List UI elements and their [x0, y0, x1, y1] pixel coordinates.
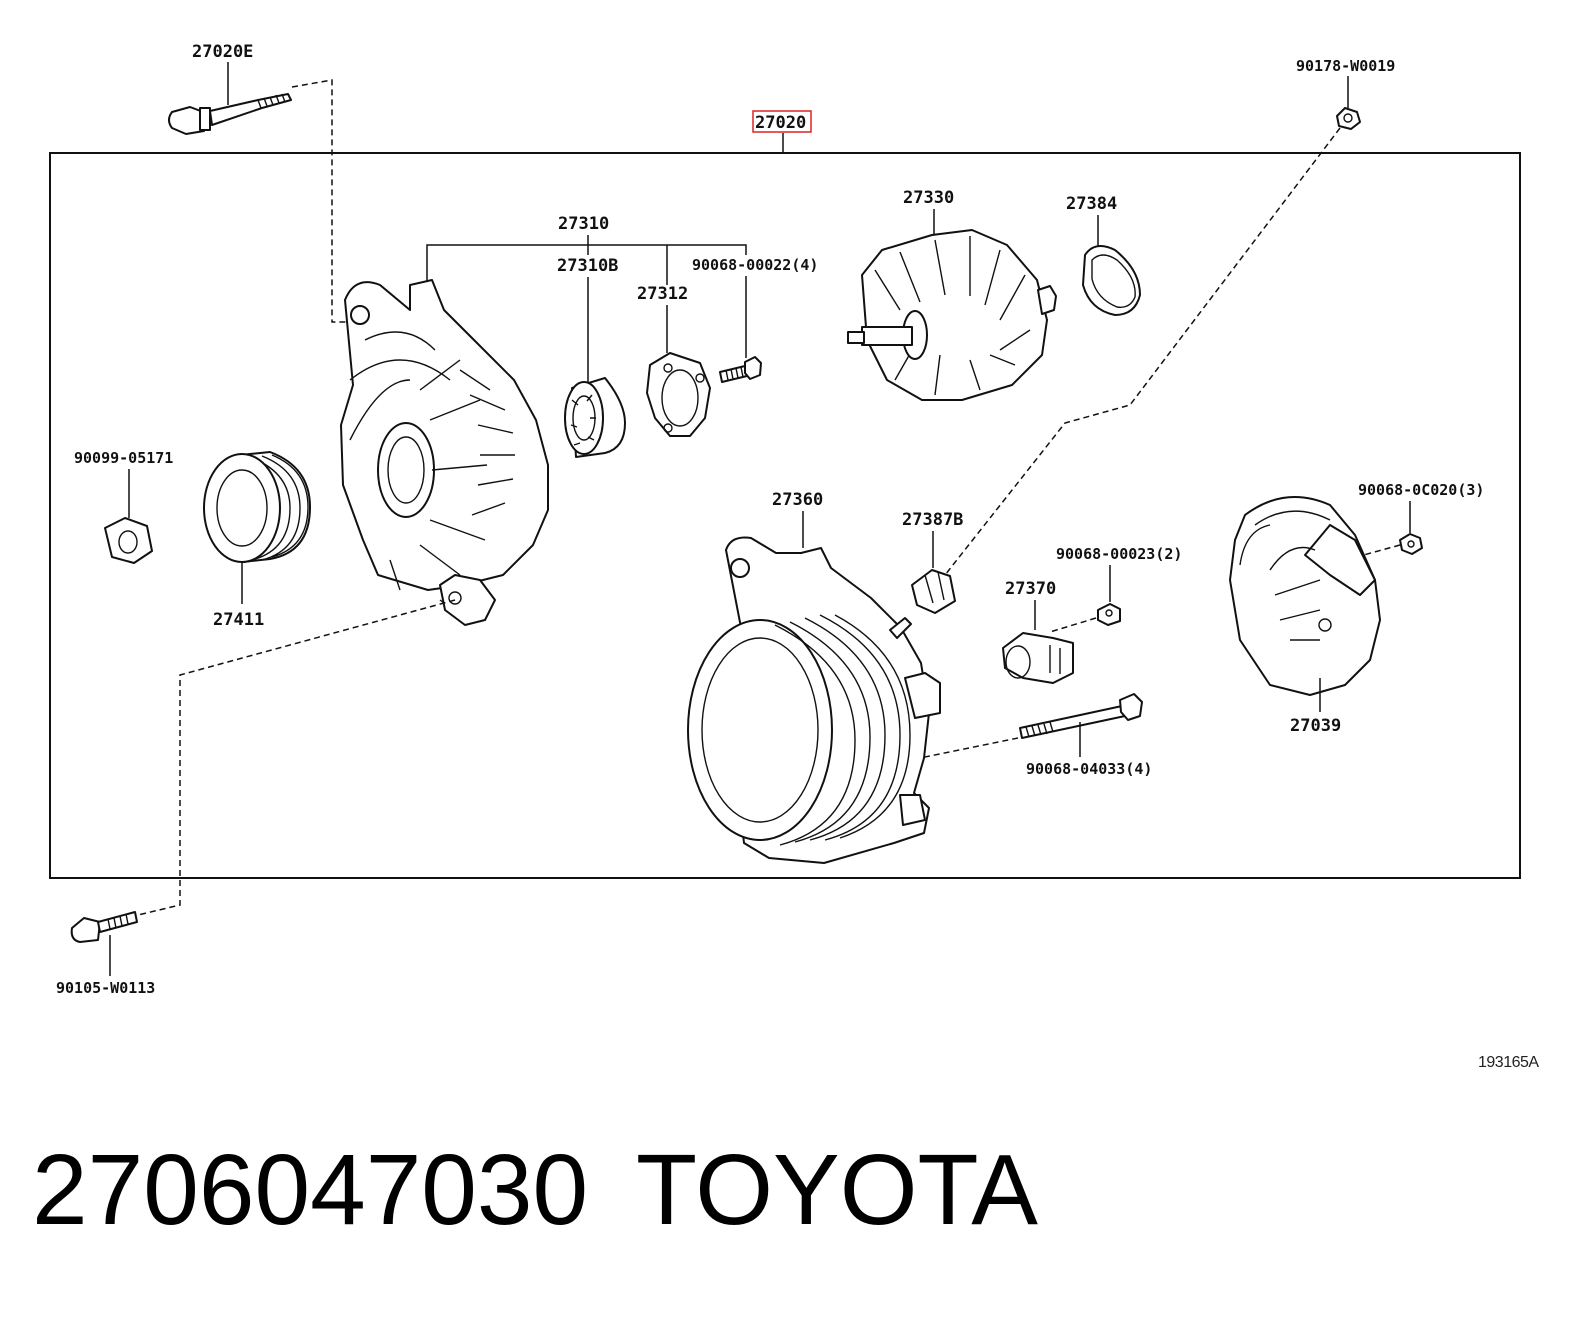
part-label-90068-04033[interactable]: 90068-04033(4): [1026, 760, 1152, 778]
rotor-27330[interactable]: [847, 229, 1057, 401]
diagram-reference-code: 193165A: [1478, 1054, 1539, 1071]
part-label-27020E[interactable]: 27020E: [192, 42, 253, 62]
part-label-27312[interactable]: 27312: [637, 284, 688, 304]
plug-27387B[interactable]: [911, 569, 956, 614]
part-label-27370[interactable]: 27370: [1005, 579, 1056, 599]
assembly-highlight-box: [752, 110, 812, 133]
part-label-27020: 27020: [755, 113, 806, 133]
part-label-27360[interactable]: 27360: [772, 490, 823, 510]
nut-90068-0C020[interactable]: [1399, 533, 1423, 555]
bolt-90068-04033[interactable]: [1019, 693, 1143, 739]
screw-90068-00022[interactable]: [719, 356, 762, 383]
part-label-27384[interactable]: 27384: [1066, 194, 1117, 214]
part-label-90068-00023[interactable]: 90068-00023(2): [1056, 545, 1182, 563]
brand-caption: TOYOTA: [636, 1134, 1038, 1246]
bolt-90105-W0113[interactable]: [70, 911, 138, 943]
assembly-frame: [49, 152, 1521, 879]
part-label-90068-0C020[interactable]: 90068-0C020(3): [1358, 481, 1484, 499]
ring-27384[interactable]: [1082, 245, 1141, 316]
part-label-27330[interactable]: 27330: [903, 188, 954, 208]
assembly-label-27020[interactable]: 27020: [752, 110, 812, 133]
part-label-27387B[interactable]: 27387B: [902, 510, 963, 530]
regulator-27370[interactable]: [1002, 632, 1074, 684]
retainer-plate-27312[interactable]: [646, 352, 711, 437]
part-number-caption: 2706047030: [32, 1134, 588, 1246]
part-label-27039[interactable]: 27039: [1290, 716, 1341, 736]
drive-end-frame-27310[interactable]: [340, 279, 549, 626]
part-label-90105-W0113[interactable]: 90105-W0113: [56, 979, 155, 997]
part-label-90068-00022[interactable]: 90068-00022(4): [692, 256, 818, 274]
rectifier-end-frame-27360[interactable]: [687, 536, 941, 864]
nut-90099-05171[interactable]: [104, 517, 153, 564]
pulley-27411[interactable]: [203, 451, 311, 563]
bolt-27020E[interactable]: [168, 93, 292, 135]
part-label-27310[interactable]: 27310: [558, 214, 609, 234]
rear-cover-27039[interactable]: [1229, 496, 1381, 696]
part-label-27411[interactable]: 27411: [213, 610, 264, 630]
part-label-90099-05171[interactable]: 90099-05171: [74, 449, 173, 467]
bearing-27310B[interactable]: [564, 377, 626, 458]
screw-90068-00023[interactable]: [1097, 603, 1121, 626]
part-label-27310B[interactable]: 27310B: [557, 256, 618, 276]
nut-90178-W0019[interactable]: [1336, 107, 1361, 130]
part-label-90178-W0019[interactable]: 90178-W0019: [1296, 57, 1395, 75]
